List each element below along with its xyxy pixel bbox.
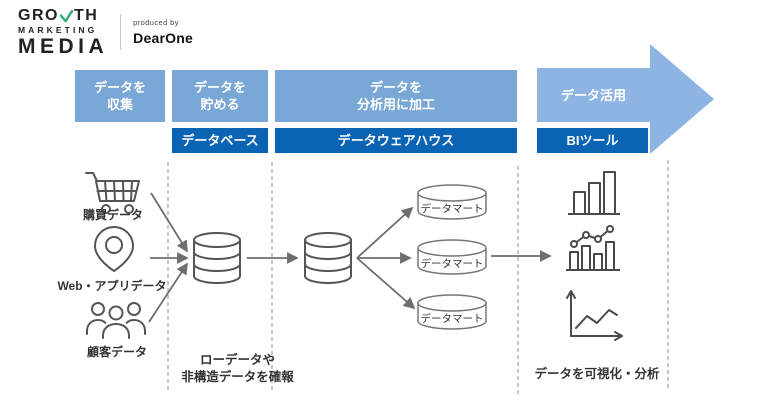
bar-chart-icon [568, 171, 620, 215]
produced-by-label: produced by [133, 18, 179, 28]
logo-text-pre: GRO [18, 7, 59, 24]
stage-process-box: データを 分析用に加工 [275, 70, 517, 122]
site-logo: GRO TH MARKETING MEDIA produced by DearO… [18, 8, 193, 57]
producer-name: DearOne [133, 30, 193, 47]
shopping-cart-icon [85, 172, 140, 214]
database-cylinder [193, 232, 241, 284]
stage-collect-line2: 収集 [106, 97, 133, 112]
datamart-label: データマート [420, 203, 484, 215]
database-note-line1: ローデータや [199, 353, 275, 367]
stage-utilize-label: データ活用 [560, 88, 626, 103]
datamart-label: データマート [420, 258, 484, 270]
source-label-purchase: 購買データ [82, 208, 143, 222]
database-note: ローデータや 非構造データを確報 [160, 352, 315, 386]
logo-wordmark: GRO TH MARKETING MEDIA [18, 8, 108, 57]
tool-warehouse-box: データウェアハウス [275, 128, 517, 153]
stage-collect-box: データを 収集 [75, 70, 165, 122]
logo-text-marketing: MARKETING [18, 25, 98, 35]
producer-logo: produced by DearOne [133, 18, 193, 46]
datamart-cylinder [417, 239, 487, 275]
people-icon [86, 302, 146, 339]
green-check-icon [59, 10, 73, 23]
stage-process-line1: データを [369, 80, 422, 95]
dashed-separators [167, 160, 669, 395]
stage-process-line2: 分析用に加工 [356, 97, 435, 112]
datamart-cylinder [417, 294, 487, 330]
database-note-line2: 非構造データを確報 [181, 370, 294, 384]
logo-divider [120, 14, 122, 51]
big-process-arrow [537, 44, 714, 154]
stage-collect-line1: データを [93, 80, 146, 95]
tool-bi-box: BIツール [537, 128, 648, 153]
stage-store-box: データを 貯める [172, 70, 268, 122]
warehouse-cylinder [304, 232, 352, 284]
combo-chart-icon [566, 225, 620, 271]
datamart-cylinder [417, 184, 487, 220]
stage-store-line2: 貯める [200, 97, 240, 112]
logo-text-post: TH [73, 7, 99, 24]
stage-store-line1: データを [193, 80, 246, 95]
flow-arrows [148, 192, 552, 323]
tool-database-box: データベース [172, 128, 268, 153]
source-label-customer: 顧客データ [86, 345, 147, 359]
logo-text-media: MEDIA [18, 34, 109, 58]
map-pin-icon [94, 226, 134, 272]
line-chart-icon [566, 290, 623, 341]
bi-note: データを可視化・分析 [534, 367, 660, 381]
datamart-label: データマート [420, 313, 484, 325]
source-label-webapp: Web・アプリデータ [57, 279, 167, 293]
